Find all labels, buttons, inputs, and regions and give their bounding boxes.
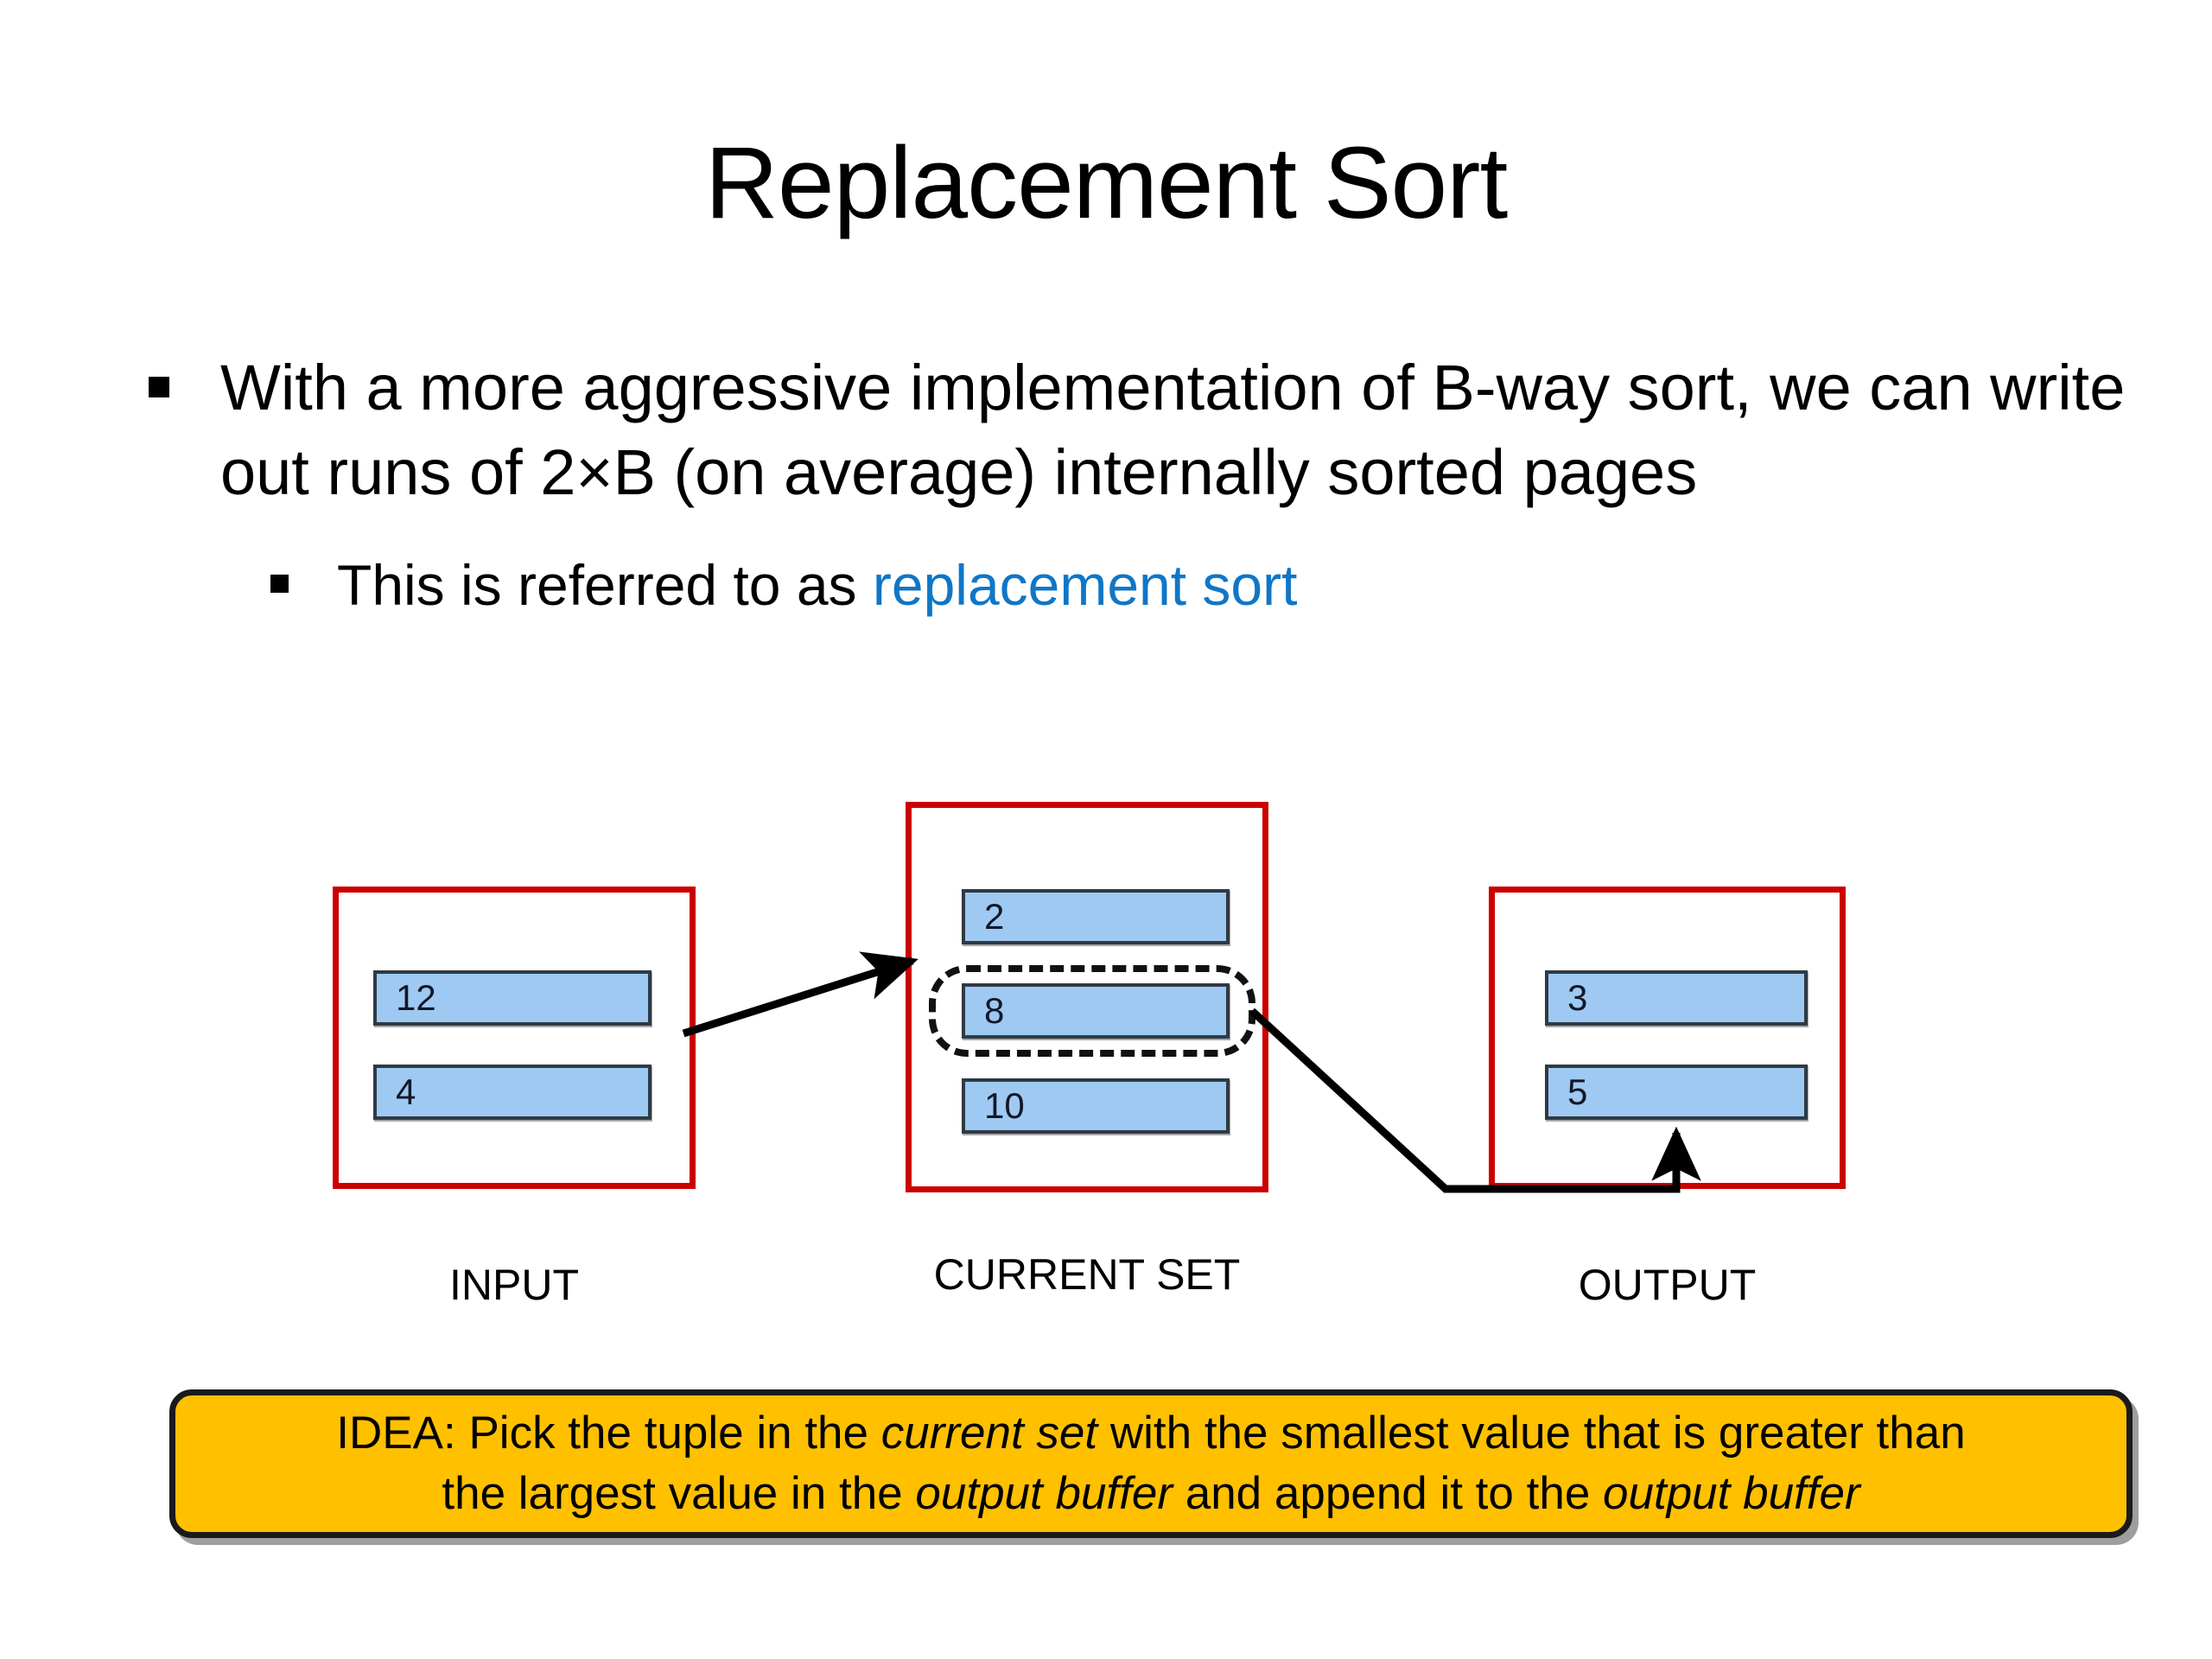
idea-line1-part-a: IDEA: Pick the tuple in the [336,1408,881,1459]
idea-line1-italic: current set [880,1408,1098,1459]
bullet-level2-text: This is referred to as [337,553,873,618]
output-page-cell: 5 [1545,1065,1808,1120]
input-label: INPUT [449,1261,579,1309]
output-page-cell: 3 [1545,970,1808,1026]
idea-line1-part-b: with the smallest value that is greater … [1097,1408,1966,1459]
idea-line2-italic-b: output buffer [1603,1468,1860,1519]
bullet-list: With a more aggressive implementation of… [130,346,2143,623]
output-label: OUTPUT [1578,1261,1757,1309]
arrow-current-set-to-output [1249,1007,1701,1193]
current-set-page-cell: 10 [962,1078,1230,1134]
page-title: Replacement Sort [704,126,1508,240]
current-set-page-cell: 2 [962,889,1230,944]
selected-tuple-highlight [929,965,1255,1057]
idea-line2-part-b: and append it to the [1173,1468,1604,1519]
output-buffer-box [1489,887,1846,1189]
idea-line2-italic-a: output buffer [915,1468,1173,1519]
bullet-level1: With a more aggressive implementation of… [130,346,2143,514]
bullet-square-icon [270,575,289,594]
idea-callout-line1: IDEA: Pick the tuple in the current set … [336,1403,1965,1464]
idea-callout: IDEA: Pick the tuple in the current set … [169,1389,2133,1538]
input-buffer-box [333,887,696,1189]
current-set-label: CURRENT SET [933,1250,1241,1299]
bullet-level2-accent-text: replacement sort [872,553,1298,618]
idea-line2-part-a: the largest value in the [442,1468,916,1519]
bullet-square-icon [149,377,169,397]
idea-callout-line2: the largest value in the output buffer a… [442,1464,1859,1524]
bullet-level1-text: With a more aggressive implementation of… [220,352,2126,508]
input-page-cell: 12 [373,970,652,1026]
current-set-page-cell-highlighted: 8 [962,983,1230,1039]
input-page-cell: 4 [373,1065,652,1120]
arrow-input-to-current-set [682,951,918,1038]
current-set-buffer-box [906,802,1268,1192]
bullet-level2: This is referred to as replacement sort [238,549,2143,623]
